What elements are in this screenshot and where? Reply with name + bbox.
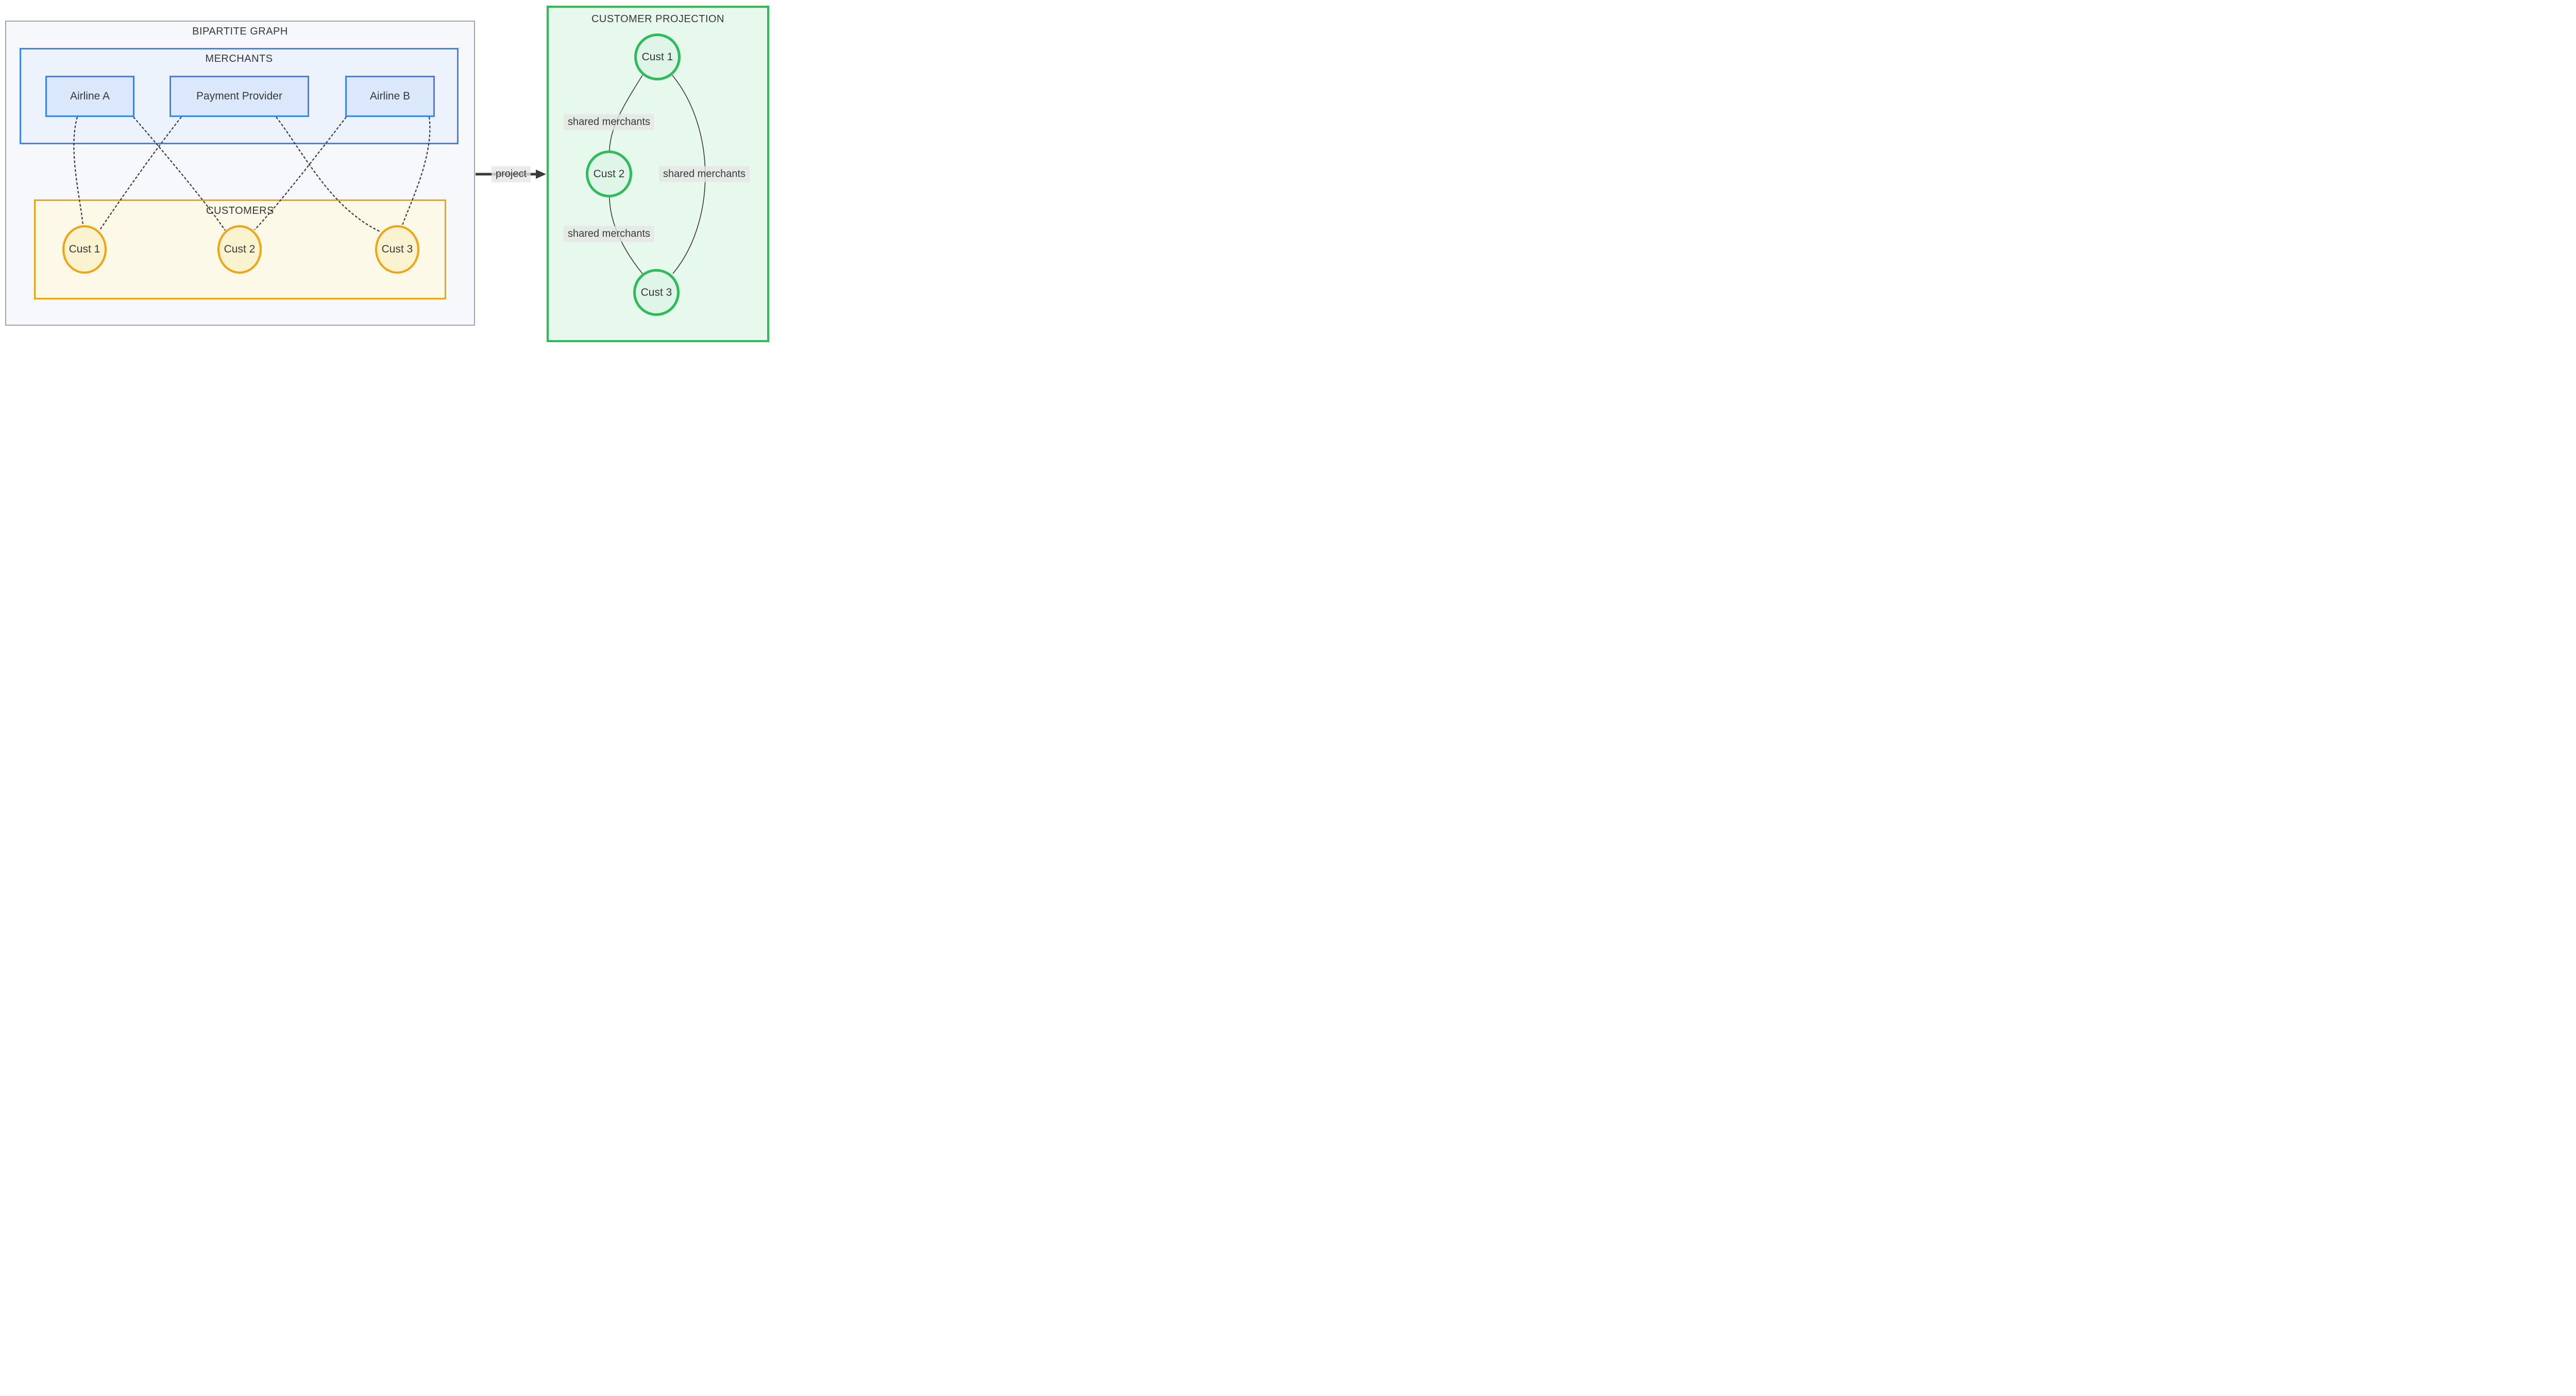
merchants-title: MERCHANTS bbox=[205, 53, 273, 64]
customer-node-cust-1-label: Cust 1 bbox=[69, 243, 100, 255]
project-label: project bbox=[491, 166, 531, 182]
merchant-node-payment-provider-label: Payment Provider bbox=[196, 90, 282, 102]
shared-merchants-label-cust2-cust3: shared merchants bbox=[563, 226, 655, 242]
customer-node-cust-1: Cust 1 bbox=[62, 225, 107, 274]
projection-node-cust-3: Cust 3 bbox=[633, 269, 680, 316]
merchant-node-airline-a-label: Airline A bbox=[70, 90, 110, 102]
merchant-node-airline-a: Airline A bbox=[45, 76, 134, 117]
merchant-node-airline-b-label: Airline B bbox=[369, 90, 411, 102]
project-arrow-head bbox=[536, 170, 546, 179]
projection-node-cust-2: Cust 2 bbox=[586, 150, 632, 197]
customers-title: CUSTOMERS bbox=[206, 205, 274, 216]
shared-merchants-label-cust1-cust3: shared merchants bbox=[658, 166, 750, 182]
merchant-node-payment-provider: Payment Provider bbox=[170, 76, 309, 117]
projection-node-cust-3-label: Cust 3 bbox=[640, 286, 672, 298]
projection-node-cust-1: Cust 1 bbox=[634, 33, 681, 80]
customer-node-cust-3-label: Cust 3 bbox=[381, 243, 413, 255]
merchant-node-airline-b: Airline B bbox=[345, 76, 435, 117]
customer-projection-title: CUSTOMER PROJECTION bbox=[591, 13, 725, 25]
bipartite-graph-title: BIPARTITE GRAPH bbox=[192, 26, 288, 37]
diagram-canvas: BIPARTITE GRAPH MERCHANTS CUSTOMERS CUST… bbox=[0, 0, 773, 349]
projection-node-cust-2-label: Cust 2 bbox=[593, 167, 625, 180]
customer-node-cust-2: Cust 2 bbox=[217, 225, 262, 274]
customer-node-cust-2-label: Cust 2 bbox=[224, 243, 256, 255]
customer-node-cust-3: Cust 3 bbox=[375, 225, 419, 274]
shared-merchants-label-cust1-cust2: shared merchants bbox=[563, 114, 655, 130]
projection-node-cust-1-label: Cust 1 bbox=[641, 51, 673, 63]
